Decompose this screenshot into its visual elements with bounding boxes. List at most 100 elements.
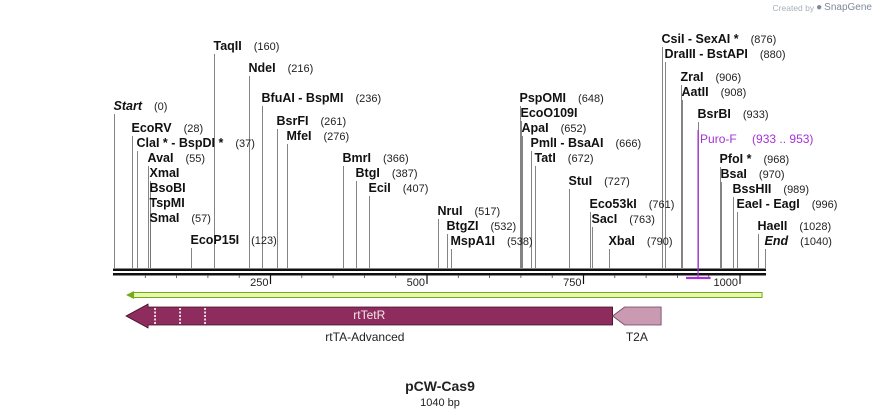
site-position-ecorv: (28) <box>184 123 204 135</box>
site-position-avai: (55) <box>185 153 205 165</box>
feature-arrows <box>125 303 662 329</box>
site-position-ecop15i: (123) <box>251 235 277 247</box>
site-bsshii[interactable]: BssHII <box>733 182 772 196</box>
site-position-clai-bspdi: (37) <box>235 138 255 150</box>
site-bsrfi[interactable]: BsrFI <box>277 114 309 128</box>
site-position-mfei: (276) <box>324 131 350 143</box>
site-position-apai: (652) <box>561 123 587 135</box>
site-position-haeii: (1028) <box>799 221 831 233</box>
site-position-bsrbi: (933) <box>743 109 769 121</box>
site-nrui[interactable]: NruI <box>438 204 463 218</box>
primer-range: (933 .. 953) <box>752 132 813 146</box>
site-mfei[interactable]: MfeI <box>287 129 312 143</box>
feature-label-rta-advanced[interactable]: rtTA-Advanced <box>325 330 405 344</box>
site-position-pspomi: (648) <box>578 93 604 105</box>
site-ecii[interactable]: EciI <box>369 181 391 195</box>
site-position-bsai: (970) <box>759 169 785 181</box>
site-position-btgzi: (532) <box>490 221 516 233</box>
site-pmli-bsaai[interactable]: PmlI - BsaAI <box>531 136 604 150</box>
site-position-tati: (672) <box>568 153 594 165</box>
site-position-ecii: (407) <box>403 183 429 195</box>
site-stui[interactable]: StuI <box>569 174 593 188</box>
site-taqii[interactable]: TaqII <box>214 39 242 53</box>
site-haeii[interactable]: HaeII <box>758 219 788 233</box>
site-csii-sexai[interactable]: CsiI - SexAI * <box>662 32 739 46</box>
site-avai[interactable]: AvaI <box>148 151 174 165</box>
site-position-bsrfi: (261) <box>320 116 346 128</box>
site-mspa1i[interactable]: MspA1I <box>451 234 495 248</box>
backbone <box>113 268 767 276</box>
site-position-ndei: (216) <box>288 63 314 75</box>
site-position-xbai: (790) <box>647 236 673 248</box>
site-position-bfuai-bspmi: (236) <box>355 93 381 105</box>
site-zrai[interactable]: ZraI <box>681 70 704 84</box>
primer-puro-f: Puro-F (933 .. 953) <box>686 130 813 280</box>
site-position-smai: (57) <box>191 213 211 225</box>
site-position-csii-sexai: (876) <box>751 34 777 46</box>
site-draiii-bstapi[interactable]: DraIII - BstAPI <box>665 47 748 61</box>
ruler-tick-label: 1000 <box>714 277 738 289</box>
ruler-tick-label: 750 <box>563 277 581 289</box>
sequence-name: pCW-Cas9 <box>405 378 475 394</box>
site-ecop15i[interactable]: EcoP15I <box>191 233 240 247</box>
site-position-end: (1040) <box>800 236 832 248</box>
credit-prefix: Created by <box>772 2 815 13</box>
site-bsai[interactable]: BsaI <box>721 167 747 181</box>
feature-label-t2a[interactable]: T2A <box>625 330 648 344</box>
site-position-btgi: (387) <box>392 168 418 180</box>
site-position-eco53ki: (761) <box>649 199 675 211</box>
site-bmri[interactable]: BmrI <box>343 151 371 165</box>
site-position-eaei-eagi: (996) <box>812 199 838 211</box>
site-xbai[interactable]: XbaI <box>609 234 635 248</box>
site-pfoi[interactable]: PfoI * <box>720 152 752 166</box>
site-position-zrai: (906) <box>715 72 741 84</box>
site-eco53ki[interactable]: Eco53kI <box>590 197 637 211</box>
site-position-mspa1i: (538) <box>507 236 533 248</box>
site-position-pfoi: (968) <box>763 154 789 166</box>
site-bsobi[interactable]: BsoBI <box>150 181 186 195</box>
backbone-bottom-strand <box>113 273 767 276</box>
site-aatii[interactable]: AatII <box>682 85 709 99</box>
site-position-taqii: (160) <box>254 41 280 53</box>
site-bsrbi[interactable]: BsrBI <box>698 107 731 121</box>
site-position-start: (0) <box>154 101 167 113</box>
credit-brand: SnapGene <box>824 2 872 13</box>
site-end[interactable]: End <box>765 234 789 248</box>
site-position-bsshii: (989) <box>783 184 809 196</box>
site-position-draiii-bstapi: (880) <box>760 49 786 61</box>
primer-name[interactable]: Puro-F <box>700 132 737 146</box>
site-pspomi[interactable]: PspOMI <box>520 91 567 105</box>
orf-arrowhead-icon <box>126 291 135 299</box>
site-ecoo109i[interactable]: EcoO109I <box>521 106 578 120</box>
site-clai-bspdi[interactable]: ClaI * - BspDI * <box>137 136 224 150</box>
snapgene-credit: Created by ● SnapGene <box>773 2 872 13</box>
site-eaei-eagi[interactable]: EaeI - EagI <box>737 197 800 211</box>
site-apai[interactable]: ApaI <box>522 121 549 135</box>
ruler-tick-label: 250 <box>250 277 268 289</box>
site-xmai[interactable]: XmaI <box>150 166 180 180</box>
site-btgzi[interactable]: BtgZI <box>447 219 479 233</box>
orf-body[interactable] <box>131 292 763 298</box>
site-start[interactable]: Start <box>114 99 143 113</box>
sequence-length: 1040 bp <box>420 397 460 409</box>
site-position-aatii: (908) <box>721 87 747 99</box>
restriction-sites: Start (0) EcoRV (28)ClaI * - BspDI * (37) Ava… <box>114 32 838 248</box>
site-position-stui: (727) <box>604 176 630 188</box>
site-smai[interactable]: SmaI <box>150 211 180 225</box>
site-position-nrui: (517) <box>475 206 501 218</box>
site-saci[interactable]: SacI <box>592 212 618 226</box>
site-ecorv[interactable]: EcoRV <box>132 121 173 135</box>
site-tati[interactable]: TatI <box>535 151 556 165</box>
snapgene-logo-icon: ● <box>816 2 823 13</box>
site-btgi[interactable]: BtgI <box>356 166 380 180</box>
backbone-top-strand <box>113 268 767 271</box>
site-position-saci: (763) <box>629 214 655 226</box>
site-tspmi[interactable]: TspMI <box>150 196 185 210</box>
feature-t2a-arrow[interactable] <box>611 306 662 326</box>
site-ndei[interactable]: NdeI <box>249 61 276 75</box>
site-leaders <box>114 47 766 268</box>
site-bfuai-bspmi[interactable]: BfuAI - BspMI <box>262 91 344 105</box>
feature-label-rttetr[interactable]: rtTetR <box>353 308 386 322</box>
